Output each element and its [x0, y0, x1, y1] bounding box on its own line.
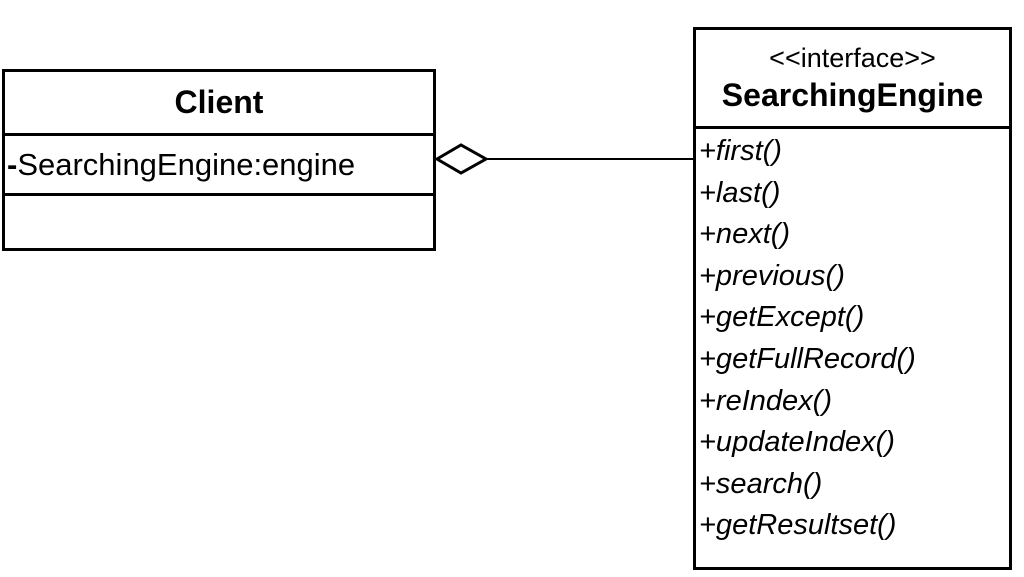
- client-class-name: Client: [5, 72, 433, 136]
- client-operations-compartment: [5, 196, 433, 248]
- operation-next: +next(): [699, 218, 791, 251]
- operation-get-full-record: +getFullRecord(): [699, 342, 916, 375]
- operation-update-index: +updateIndex(): [699, 426, 895, 459]
- operation-first: +first(): [699, 135, 782, 167]
- client-attribute: -SearchingEngine:engine: [5, 136, 433, 196]
- client-attribute-text: SearchingEngine:engine: [17, 146, 356, 182]
- operation-previous: +previous(): [699, 259, 845, 292]
- searching-engine-header: <<interface>> SearchingEngine: [696, 30, 1009, 129]
- client-attribute-visibility: -: [7, 146, 18, 182]
- searching-engine-class-name: SearchingEngine: [721, 77, 984, 113]
- operation-search: +search(): [699, 467, 823, 500]
- interface-stereotype: <<interface>>: [769, 43, 936, 73]
- aggregation-diamond: [434, 143, 490, 175]
- operation-re-index: +reIndex(): [699, 384, 832, 417]
- operation-get-resultset: +getResultset(): [699, 509, 897, 542]
- operation-last: +last(): [699, 176, 781, 209]
- operation-get-except: +getExcept(): [699, 301, 865, 334]
- client-class-box[interactable]: Client -SearchingEngine:engine: [2, 69, 436, 251]
- searching-engine-operations: +first() +last() +next() +previous() +ge…: [696, 129, 1009, 548]
- searching-engine-interface-box[interactable]: <<interface>> SearchingEngine +first() +…: [693, 27, 1012, 570]
